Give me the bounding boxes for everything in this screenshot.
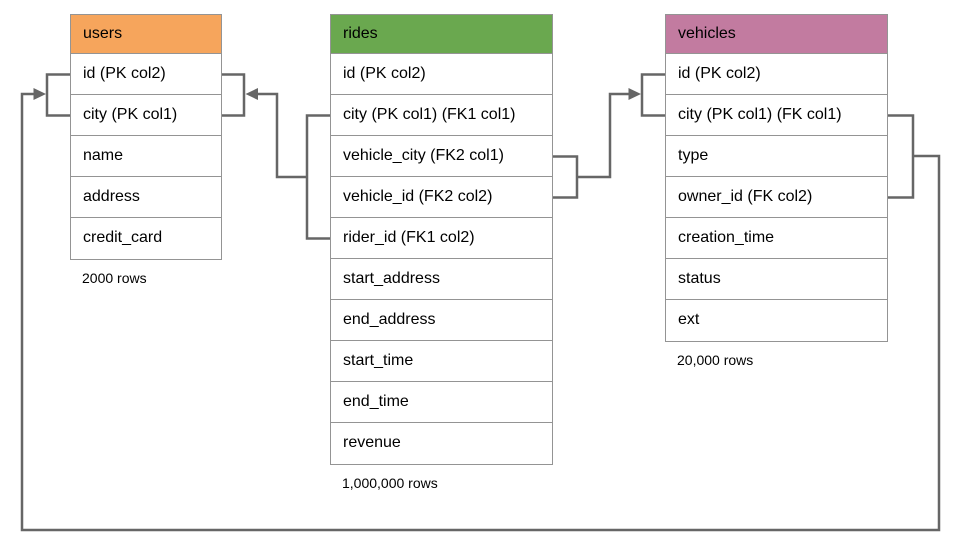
table-row: owner_id (FK col2): [666, 177, 887, 218]
table-rides: rides id (PK col2)city (PK col1) (FK1 co…: [330, 14, 553, 491]
rides-fk1-bracket-left: [305, 114, 331, 240]
table-row: revenue: [331, 423, 552, 464]
table-row: vehicle_city (FK2 col1): [331, 136, 552, 177]
table-row: id (PK col2): [331, 54, 552, 95]
vehicles-pk-bracket-left: [640, 73, 665, 117]
table-row: vehicle_id (FK2 col2): [331, 177, 552, 218]
table-row: credit_card: [71, 218, 221, 259]
table-row: start_address: [331, 259, 552, 300]
table-rides-header: rides: [331, 15, 552, 54]
table-row: city (PK col1) (FK col1): [666, 95, 887, 136]
table-row: id (PK col2): [666, 54, 887, 95]
vehicles-fk-route: [20, 92, 941, 532]
table-row: id (PK col2): [71, 54, 221, 95]
table-row: name: [71, 136, 221, 177]
connector-rides-fk2-to-vehicles-pk: [552, 73, 665, 199]
table-rides-rowcount: 1,000,000 rows: [342, 475, 438, 491]
table-users-title: users: [83, 25, 123, 42]
table-row: rider_id (FK1 col2): [331, 218, 552, 259]
table-rides-columns: id (PK col2)city (PK col1) (FK1 col1)veh…: [331, 54, 552, 464]
table-row: type: [666, 136, 887, 177]
table-users-rowcount: 2000 rows: [82, 270, 147, 286]
table-row: start_time: [331, 341, 552, 382]
table-row: end_address: [331, 300, 552, 341]
table-vehicles-header: vehicles: [666, 15, 887, 54]
connector-rides-fk1-to-users-pk: [221, 73, 331, 240]
vehicles-fk-bracket-right: [887, 114, 915, 199]
table-vehicles-columns: id (PK col2)city (PK col1) (FK col1)type…: [666, 54, 887, 341]
table-vehicles-title: vehicles: [678, 25, 736, 42]
table-vehicles: vehicles id (PK col2)city (PK col1) (FK …: [665, 14, 888, 368]
table-row: city (PK col1): [71, 95, 221, 136]
users-pk-bracket-right: [221, 73, 246, 117]
table-vehicles-rowcount: 20,000 rows: [677, 352, 754, 368]
table-row: status: [666, 259, 887, 300]
users-pk-bracket-left: [45, 73, 71, 117]
connector-vehicles-fk-to-users-pk: [20, 73, 941, 532]
table-row: ext: [666, 300, 887, 341]
table-row: city (PK col1) (FK1 col1): [331, 95, 552, 136]
rides-fk2-bracket-right: [552, 155, 579, 199]
table-row: address: [71, 177, 221, 218]
arrowhead-into-users-pk-right: [245, 88, 258, 100]
rides-fk1-route: [256, 92, 307, 179]
rides-fk2-route: [577, 92, 629, 179]
table-row: creation_time: [666, 218, 887, 259]
table-users-header: users: [71, 15, 221, 54]
arrowhead-into-users-pk-left: [33, 88, 46, 100]
table-rides-title: rides: [343, 25, 378, 42]
table-row: end_time: [331, 382, 552, 423]
arrowhead-into-vehicles-pk: [628, 88, 641, 100]
